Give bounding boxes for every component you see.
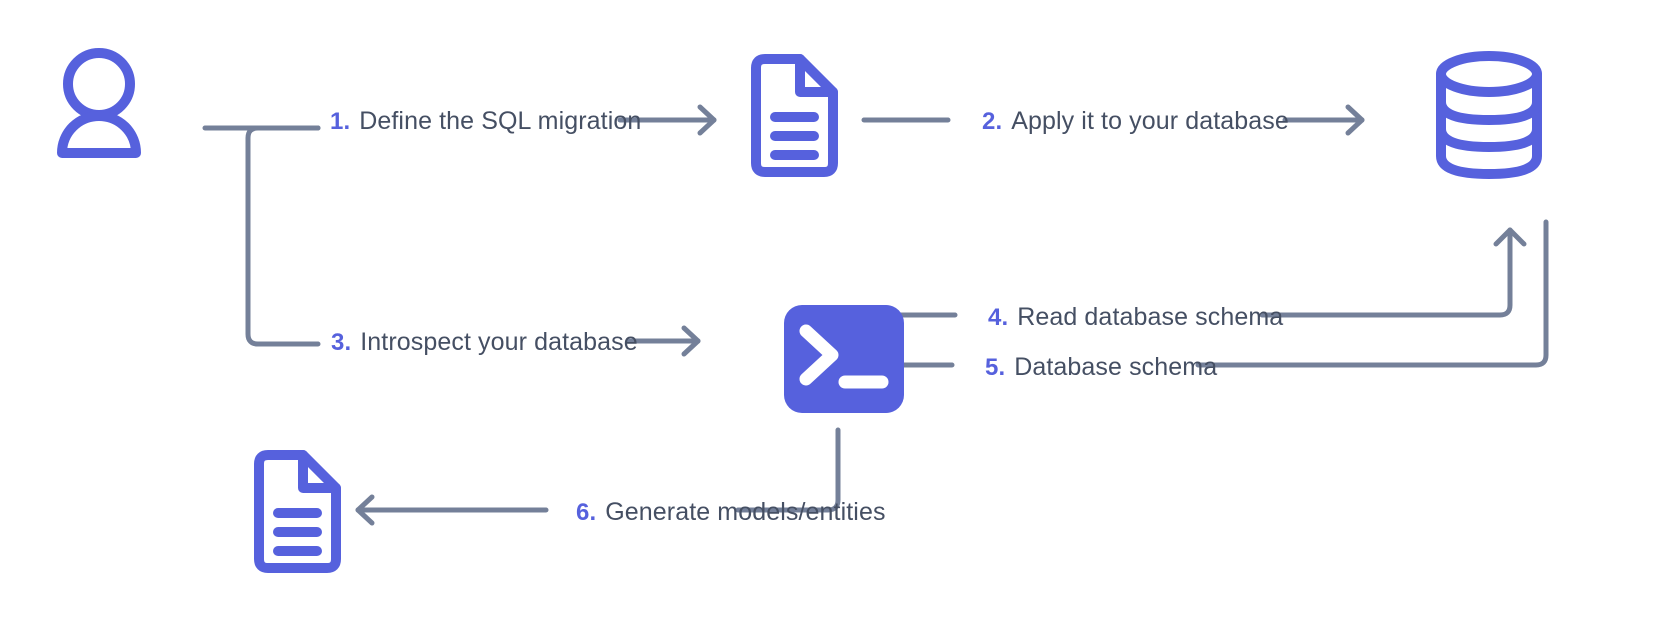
- step-text-2: Apply it to your database: [1011, 107, 1289, 135]
- step-number-3: 3.: [331, 329, 352, 356]
- user-icon: [57, 48, 141, 158]
- step-number-2: 2.: [982, 108, 1003, 135]
- arrow-step-6: [355, 427, 841, 526]
- step-label-5: 5. Database schema: [985, 355, 1217, 380]
- step-number-5: 5.: [985, 354, 1006, 381]
- step-number-1: 1.: [330, 108, 351, 135]
- step-text-5: Database schema: [1014, 353, 1218, 381]
- step-label-2: 2. Apply it to your database: [982, 109, 1289, 134]
- step-label-4: 4. Read database schema: [988, 305, 1283, 330]
- step-number-6: 6.: [576, 499, 597, 526]
- arrow-step-1: [617, 104, 717, 136]
- step-text-1: Define the SQL migration: [359, 107, 642, 135]
- arrow-step-3: [625, 325, 701, 357]
- step-label-3: 3. Introspect your database: [331, 330, 638, 355]
- terminal-icon: [784, 305, 904, 413]
- step-label-1: 1. Define the SQL migration: [330, 109, 641, 134]
- step-number-4: 4.: [988, 304, 1009, 331]
- arrow-step-2: [861, 104, 1365, 136]
- step-label-6: 6. Generate models/entities: [576, 500, 886, 525]
- step-text-6: Generate models/entities: [605, 498, 886, 526]
- database-icon: [1436, 51, 1542, 179]
- connector-user-branch: [202, 125, 321, 347]
- document-icon: [751, 54, 838, 177]
- models-document-icon: [254, 450, 341, 573]
- step-text-3: Introspect your database: [360, 328, 638, 356]
- step-text-4: Read database schema: [1017, 303, 1284, 331]
